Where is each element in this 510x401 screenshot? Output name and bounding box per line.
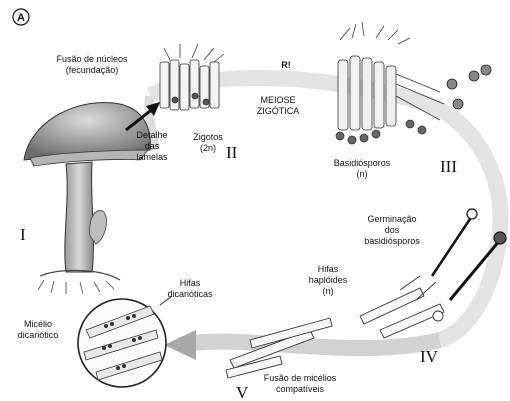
stage-ii: II: [226, 143, 238, 162]
basidia-cluster: [336, 22, 444, 144]
dikaryotic-hyphae-label-1: Hifas: [180, 278, 201, 288]
gill-detail-label-1: Detalhe: [136, 130, 167, 140]
cycle-ring: [149, 78, 500, 360]
zygotes-label-2: (2n): [200, 143, 216, 153]
dikaryotic-mycelium-label-1: Micélio: [24, 319, 52, 329]
fusion-mycelia-label-1: Fusão de micélios: [264, 373, 337, 383]
haploid-hyphae-label-1: Hifas: [318, 264, 339, 274]
gill-detail-label-3: lamelas: [136, 152, 168, 162]
haploid-hyphae-label-2: haplóides: [309, 275, 348, 285]
gill-detail-cluster: [160, 44, 224, 110]
basidiospores-label-2: (n): [357, 169, 368, 179]
meiosis-label-2: ZIGÓTICA: [257, 106, 300, 116]
stage-i: I: [20, 225, 26, 244]
meiosis-label-1: MEIOSE: [260, 95, 295, 105]
haploid-hyphae-label-3: (n): [323, 286, 334, 296]
dikaryotic-mycelium-detail: [78, 296, 172, 387]
dikaryotic-mycelium-label-2: dicariótico: [18, 330, 59, 340]
germination-label-3: basidiósporos: [364, 236, 420, 246]
svg-text:A: A: [17, 12, 25, 24]
basidiospores-label-1: Basidiósporos: [334, 158, 391, 168]
stage-iv: IV: [420, 347, 439, 366]
stage-iii: III: [440, 157, 457, 176]
cycle-label: R!: [281, 60, 291, 70]
dikaryotic-hyphae-label-2: dicarióticas: [167, 289, 213, 299]
haploid-hyphae: [360, 276, 444, 338]
gill-detail-label-2: das: [145, 141, 160, 151]
stage-v: V: [236, 383, 249, 401]
germination-label-1: Germinação: [367, 214, 416, 224]
fusion-nuclei-label-1: Fusão de núcleos: [56, 54, 128, 64]
fusion-mycelia-label-2: compatíveis: [276, 384, 325, 394]
panel-label: A: [13, 9, 29, 25]
germination-label-2: dos: [385, 225, 400, 235]
fusion-nuclei-label-2: (fecundação): [66, 65, 119, 75]
cycle-arrowhead: [164, 330, 196, 360]
free-basidiospores: [447, 65, 491, 109]
zygotes-label-1: Zigotos: [193, 132, 223, 142]
